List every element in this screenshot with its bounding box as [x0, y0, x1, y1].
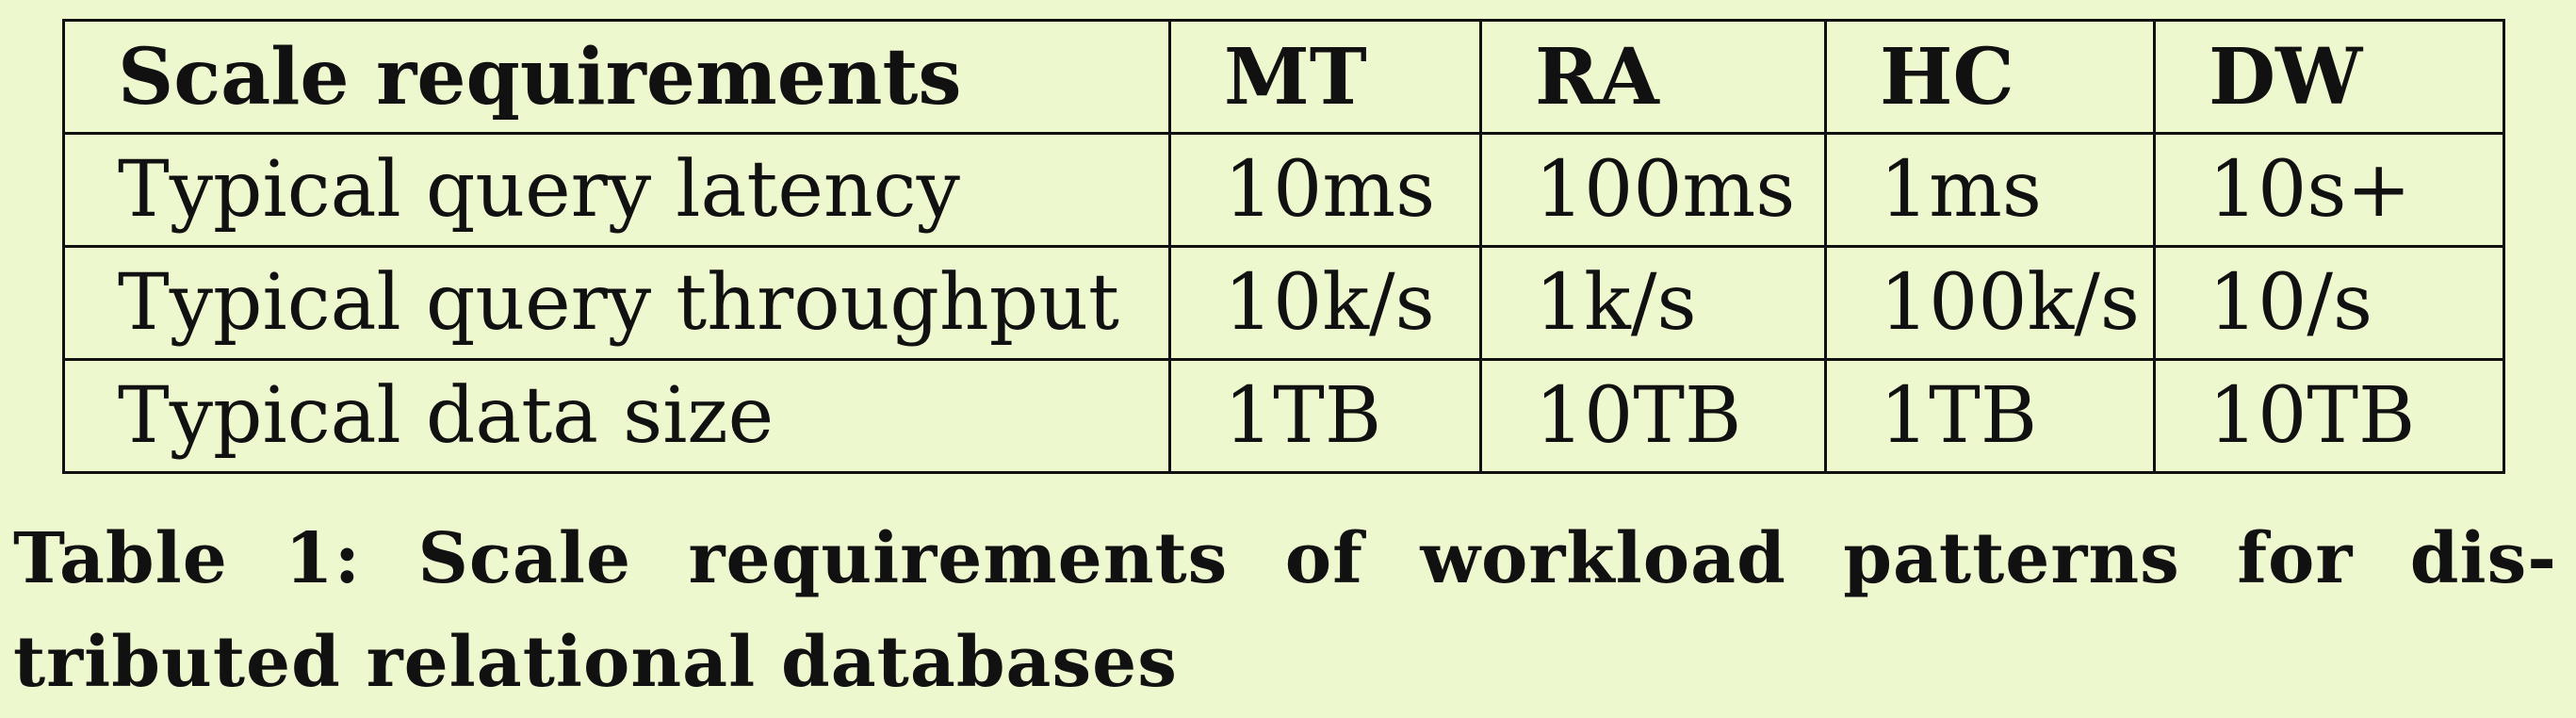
table-header-row: Scale requirements MT RA HC DW: [62, 19, 2505, 135]
scale-requirements-table: Scale requirements MT RA HC DW Typical q…: [62, 19, 2505, 474]
header-cell-scale-requirements: Scale requirements: [62, 19, 1171, 135]
table-cell: 1k/s: [1479, 245, 1827, 361]
table-cell: 10/s: [2153, 245, 2505, 361]
table-cell: 10TB: [2153, 358, 2505, 474]
table-cell: 10ms: [1168, 132, 1482, 248]
row-label-data-size: Typical data size: [62, 358, 1171, 474]
row-label-latency: Typical query latency: [62, 132, 1171, 248]
header-cell-dw: DW: [2153, 19, 2505, 135]
table-cell: 10s+: [2153, 132, 2505, 248]
header-cell-ra: RA: [1479, 19, 1827, 135]
table-cell: 1ms: [1824, 132, 2156, 248]
header-cell-hc: HC: [1824, 19, 2156, 135]
table-cell: 100ms: [1479, 132, 1827, 248]
table-row: Typical query latency 10ms 100ms 1ms 10s…: [62, 132, 2505, 248]
table-cell: 10TB: [1479, 358, 1827, 474]
row-label-throughput: Typical query throughput: [62, 245, 1171, 361]
table-cell: 1TB: [1168, 358, 1482, 474]
table-row: Typical data size 1TB 10TB 1TB 10TB: [62, 358, 2505, 474]
table-row: Typical query throughput 10k/s 1k/s 100k…: [62, 245, 2505, 361]
table-container: Scale requirements MT RA HC DW Typical q…: [62, 19, 2505, 474]
caption-line-1: Table 1: Scale requirements of workload …: [13, 518, 2557, 599]
table-cell: 100k/s: [1824, 245, 2156, 361]
table-cell: 1TB: [1824, 358, 2156, 474]
caption-line-2: tributed relational databases: [13, 622, 1178, 703]
header-cell-mt: MT: [1168, 19, 1482, 135]
table-cell: 10k/s: [1168, 245, 1482, 361]
table-caption: Table 1: Scale requirements of workload …: [13, 507, 2557, 714]
